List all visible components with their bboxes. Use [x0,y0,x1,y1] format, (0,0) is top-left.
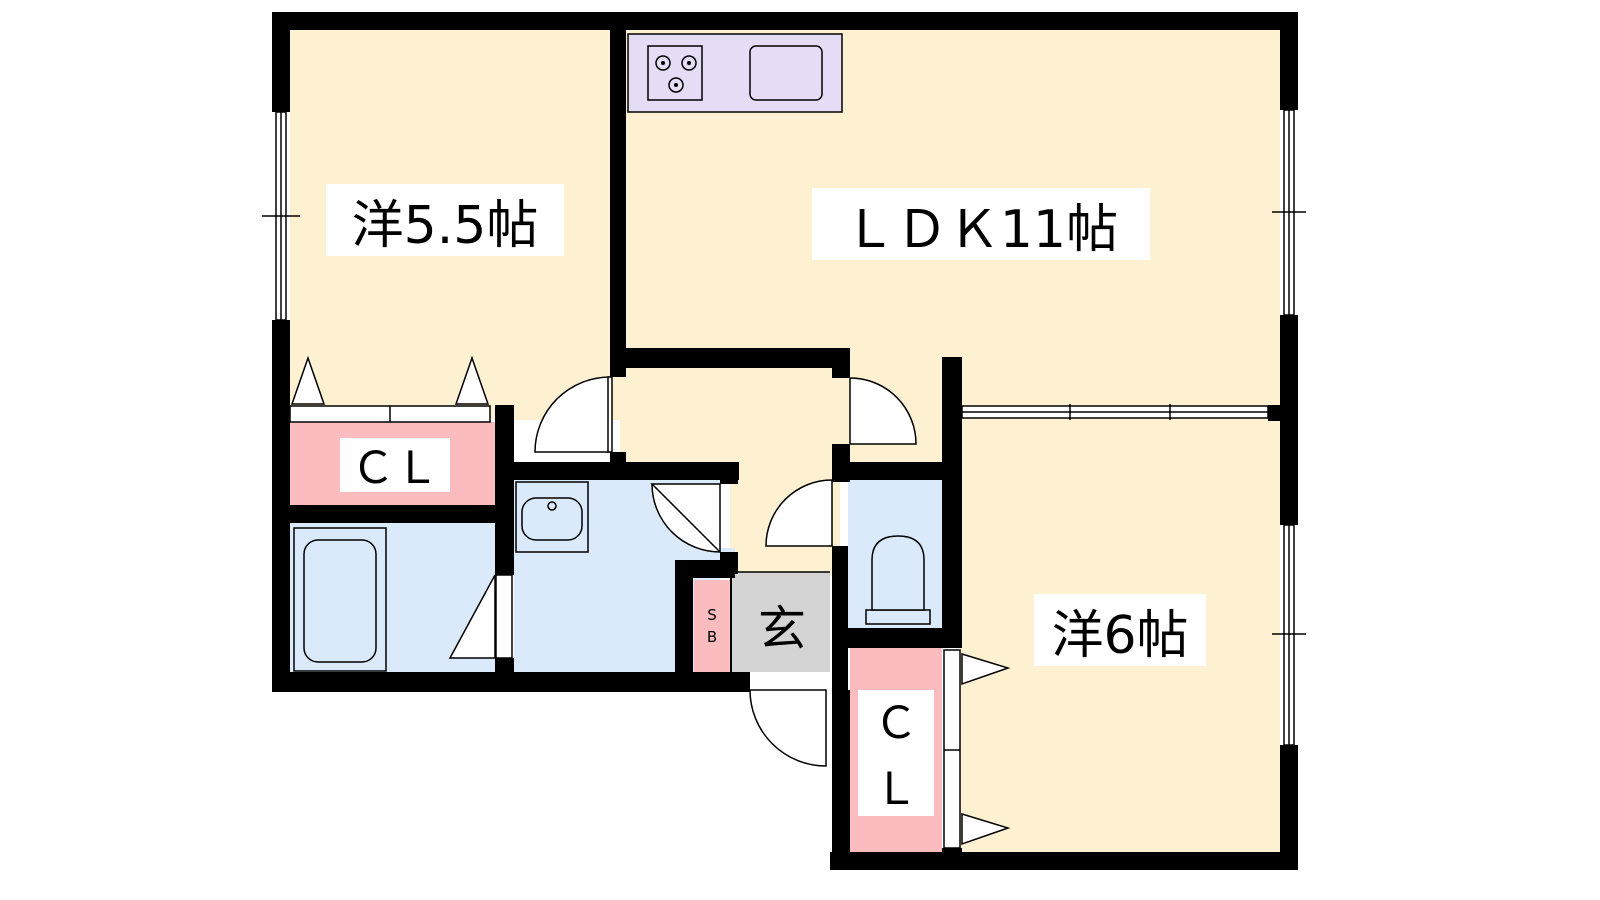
walls [272,12,1298,870]
closet-2-label-bottom: Ｌ [874,764,918,815]
toilet-icon [871,535,925,611]
shoe-box [694,580,730,672]
stove-icon [647,45,703,101]
door-washroom[interactable] [650,483,721,554]
door-entrance[interactable] [749,689,827,767]
door-bath[interactable] [448,574,496,659]
entrance-label: 玄 [758,601,806,657]
shoe-box-label-s: S [707,606,717,624]
western-room-2-label: 洋6帖 [1051,606,1188,666]
closet-1-doors[interactable] [289,355,491,423]
sliding-door-ldk[interactable] [961,404,1269,420]
entrance-floor [730,572,830,672]
closet-2-doors[interactable] [943,649,1011,849]
door-western1[interactable] [534,376,611,453]
ldk-label: ＬＤＫ11帖 [844,200,1118,260]
door-ldk-hall[interactable] [849,377,917,445]
burner-3 [668,77,684,93]
door-toilet[interactable] [765,479,833,547]
shoe-box-label-b: B [707,628,717,646]
closet-2-label-top: Ｃ [874,698,918,749]
toilet-tank [865,609,931,625]
window-ldk-right [1272,109,1306,316]
western-room-1-label: 洋5.5帖 [352,196,539,256]
burner-2 [681,55,697,71]
window-western2-right [1272,524,1306,746]
burner-1 [655,55,671,71]
kitchen-sink-icon [749,45,823,101]
window-left [262,111,300,321]
closet-1-label: ＣＬ [351,443,439,494]
